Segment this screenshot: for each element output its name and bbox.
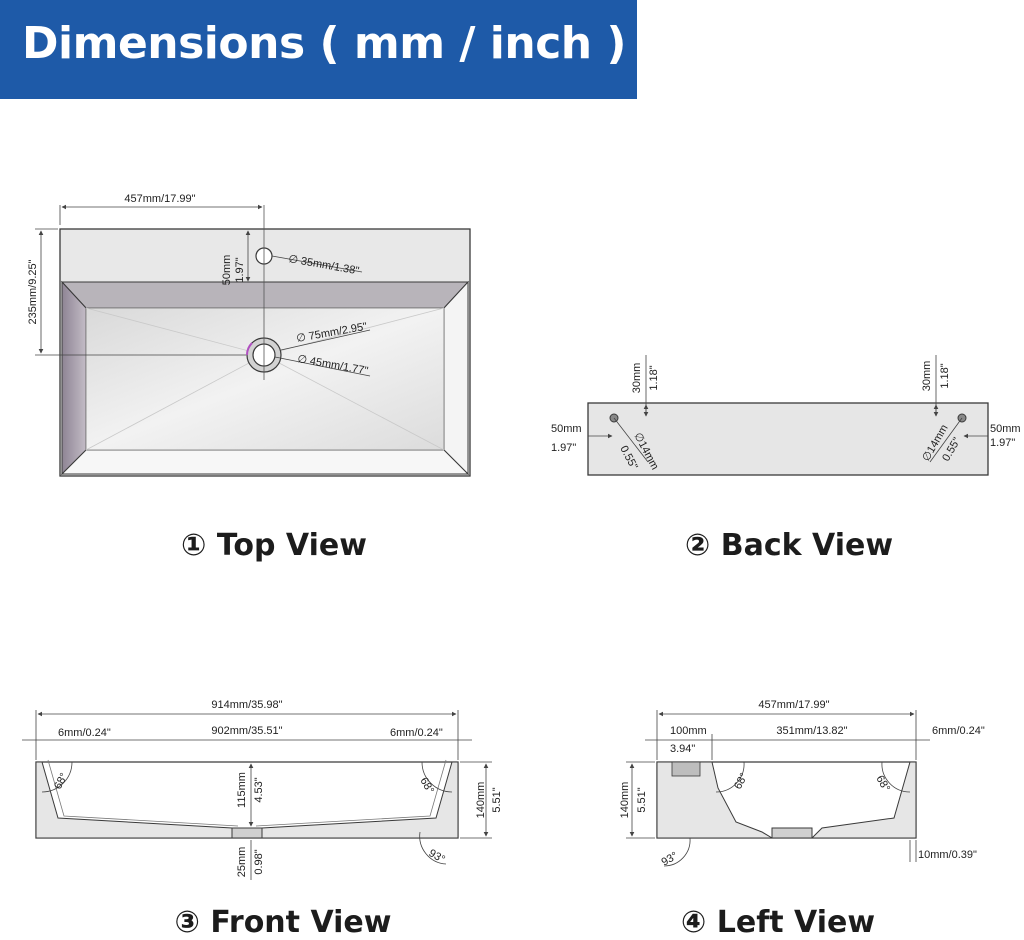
left-angle-bottom: 93° [660,850,680,869]
left-deck-in: 3.94" [670,743,695,755]
front-angle-bottom: 93° [427,847,447,866]
dia-symbol-1: ∅ [287,253,299,266]
dia-symbol-3: ∅ [296,353,308,366]
back-top-in-left: 1.18" [648,365,660,390]
front-wall-right: 6mm/0.24" [390,727,443,739]
left-view-caption: ④ Left View [681,905,875,940]
top-view: 457mm/17.99" 235mm/9.25" 50mm 1.97" ∅35m… [27,193,471,477]
top-view-caption: ① Top View [181,528,367,563]
back-view-panel [587,402,989,476]
page-title: Dimensions ( mm / inch ) [22,18,627,69]
top-view-front-wall [60,449,470,475]
front-base-in: 0.98" [253,849,265,874]
back-side-in-right: 1.97" [990,437,1015,449]
left-wall-label: 6mm/0.24" [932,725,985,737]
top-view-basin-floor [85,307,445,451]
dia-symbol-2: ∅ [295,331,307,344]
back-top-mm-right: 30mm [921,361,933,392]
back-side-mm-right: 50mm [990,423,1021,435]
back-side-mm-left: 50mm [551,423,582,435]
back-side-in-left: 1.97" [551,442,576,454]
left-deck-mm: 100mm [670,725,707,737]
back-top-mm-left: 30mm [631,363,643,394]
top-hole-offset-mm: 50mm [221,255,233,286]
front-height-in: 5.51" [491,787,503,812]
svg-text:235mm/9.25": 235mm/9.25" [27,259,39,324]
back-view: 30mm 1.18" 30mm 1.18" 50mm 1.97" 50mm 1.… [551,355,1021,476]
left-basin-label: 351mm/13.82" [776,725,847,737]
front-depth-in: 4.53" [253,777,265,802]
front-depth-mm: 115mm [236,772,248,808]
top-depth-mm: 235mm [27,288,39,325]
left-bottom-label: 10mm/0.39" [918,849,977,861]
front-view: 914mm/35.98" 902mm/35.51" 6mm/0.24" 6mm/… [22,699,503,940]
top-view-left-wall [61,280,87,476]
top-hole-offset-in: 1.97" [234,257,246,282]
front-wall-left: 6mm/0.24" [58,727,111,739]
top-depth-in: 9.25" [27,259,39,284]
back-top-in-right: 1.18" [939,363,951,388]
back-view-caption: ② Back View [685,528,893,563]
left-height-in: 5.51" [636,787,648,812]
front-view-caption: ③ Front View [174,905,391,940]
left-height-mm: 140mm [619,782,631,819]
front-base-mm: 25mm [236,847,248,878]
left-overall-label: 457mm/17.99" [758,699,829,711]
front-overall-label: 914mm/35.98" [211,699,282,711]
front-height-mm: 140mm [475,782,487,819]
top-view-right-wall [443,280,469,476]
top-view-back-wall [60,281,470,309]
front-inner-label: 902mm/35.51" [211,725,282,737]
top-width-label: 457mm/17.99" [124,193,195,205]
title-banner: Dimensions ( mm / inch ) [0,0,637,99]
left-view: 457mm/17.99" 100mm 3.94" 351mm/13.82" 6m… [619,699,985,940]
